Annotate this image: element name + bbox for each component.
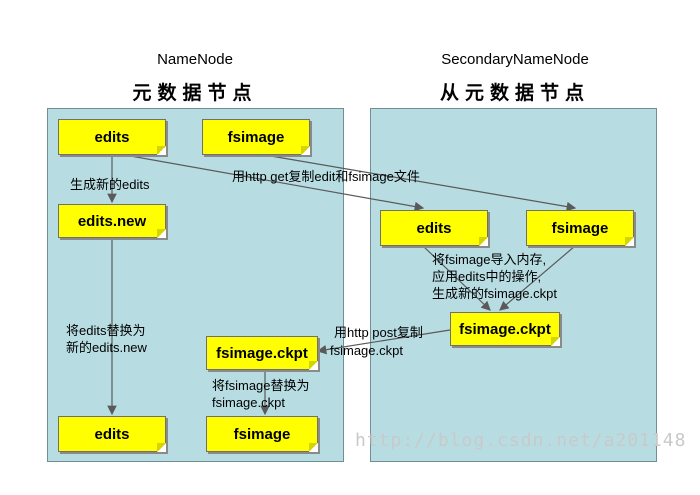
note-merge-line3: 生成新的fsimage.ckpt	[432, 286, 557, 301]
fsimage-bottom-document: fsimage	[206, 416, 318, 452]
note-http-post-line2: fsimage.ckpt	[330, 343, 403, 358]
note-merge-line1: 将fsimage导入内存,	[432, 252, 547, 267]
fsimage-document: fsimage	[202, 119, 310, 155]
sn-fsimage-ckpt-document: fsimage.ckpt	[450, 312, 560, 346]
note-http-get: 用http get复制edit和fsimage文件	[232, 169, 420, 184]
note-replace-fsimage-line2: fsimage.ckpt	[212, 395, 285, 410]
edits-document: edits	[58, 119, 166, 155]
edits-bottom-document: edits	[58, 416, 166, 452]
arrow-ckpt-to-left-ckpt	[316, 329, 451, 355]
sn-fsimage-document: fsimage	[526, 210, 634, 246]
note-replace-edits-line1: 将edits替换为	[66, 323, 146, 338]
watermark: http://blog.csdn.net/a201148	[355, 430, 687, 451]
note-generate-edits: 生成新的edits	[70, 177, 150, 192]
arrow-fsimage-to-sn-fsimage	[264, 154, 577, 212]
arrow-edits-to-sn-edits	[124, 154, 425, 212]
secondary-namenode-panel	[370, 108, 657, 462]
secondary-namenode-title: SecondaryNameNode	[441, 51, 589, 68]
namenode-title: NameNode	[157, 51, 233, 68]
arrow-sn-fsimage-to-ckpt	[499, 245, 576, 311]
fsimage-ckpt-left-document: fsimage.ckpt	[206, 336, 318, 370]
arrow-sn-edits-to-ckpt	[422, 245, 491, 311]
note-http-post-line1: 用http post复制	[334, 325, 423, 340]
edits-new-document: edits.new	[58, 204, 166, 238]
note-merge-line2: 应用edits中的操作,	[432, 269, 542, 284]
note-replace-edits-line2: 新的edits.new	[66, 340, 147, 355]
secondary-namenode-subtitle: 从元数据节点	[439, 82, 590, 104]
namenode-subtitle: 元数据节点	[132, 82, 258, 104]
note-replace-fsimage-line1: 将fsimage替换为	[212, 378, 310, 393]
sn-edits-document: edits	[380, 210, 488, 246]
